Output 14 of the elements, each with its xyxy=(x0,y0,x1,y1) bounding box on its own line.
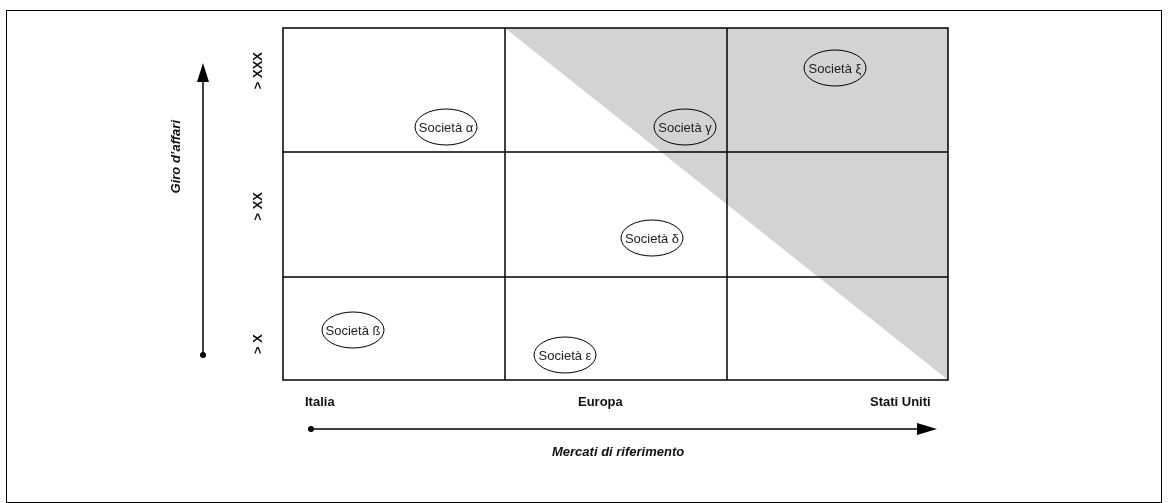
axis-title: Giro d’affari xyxy=(168,120,183,194)
tick-label: > X xyxy=(250,334,265,354)
company-ellipse: Società γ xyxy=(653,108,717,146)
company-ellipse: Società ε xyxy=(533,336,597,374)
company-ellipse: Società ξ xyxy=(803,49,867,87)
tick-label: Italia xyxy=(305,394,335,409)
tick-label: > XX xyxy=(250,192,265,221)
tick-label: Stati Uniti xyxy=(870,394,931,409)
axis-title: Mercati di riferimento xyxy=(552,444,685,459)
tick-label: > XXX xyxy=(250,52,265,90)
company-ellipse: Società α xyxy=(414,108,478,146)
tick-label: Europa xyxy=(578,394,623,409)
company-ellipse: Società ß xyxy=(321,311,385,349)
company-ellipse: Società δ xyxy=(620,219,684,257)
